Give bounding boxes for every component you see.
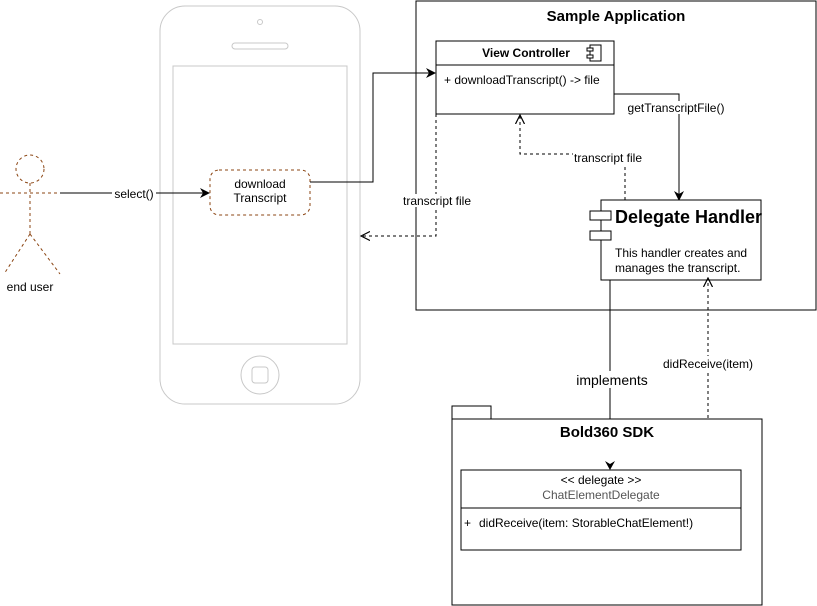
did-receive-label: didReceive(item) [663, 357, 753, 371]
transcript-file-left-bg [402, 194, 472, 207]
actor-right-leg [29, 233, 61, 275]
phone-mockup [159, 5, 361, 405]
get-transcript-file-bg [626, 101, 726, 114]
delegate-handler-port-top [589, 210, 612, 221]
interface-method-plus: + [464, 516, 471, 530]
component-icon [586, 44, 602, 62]
transcript-file-left-label: transcript file [403, 194, 471, 208]
phone-body [159, 5, 361, 405]
chat-element-delegate-box [460, 469, 742, 551]
select-label-bg [112, 187, 156, 200]
transcript-file-up-bg [573, 151, 645, 164]
download-transcript-method: + downloadTranscript() -> file [444, 73, 600, 87]
select-edge-label: select() [114, 187, 153, 201]
download-to-view-controller-edge [310, 68, 436, 183]
sdk-package-tab [451, 405, 492, 420]
sdk-package-title: Bold360 SDK [560, 424, 654, 441]
transcript-file-return-edge [361, 114, 437, 236]
phone-screen [172, 65, 348, 345]
actor-left-leg [3, 233, 31, 275]
phone-camera [257, 19, 263, 25]
actor-label: end user [7, 280, 54, 294]
actor-head [15, 154, 45, 184]
did-receive-label-bg [662, 356, 754, 370]
interface-method: didReceive(item: StorableChatElement!) [479, 516, 693, 530]
delegate-handler-port-bottom [589, 230, 612, 241]
sample-application-title: Sample Application [547, 8, 686, 25]
view-controller-title: View Controller [482, 46, 570, 60]
delegate-handler-box [600, 199, 762, 281]
download-transcript-button[interactable] [209, 169, 311, 216]
view-controller-box [435, 40, 615, 115]
transcript-file-up-edge [520, 115, 626, 200]
download-transcript-line2: Transcript [234, 191, 288, 205]
interface-name: ChatElementDelegate [542, 488, 660, 502]
implements-label: implements [576, 372, 648, 388]
phone-home-square [251, 366, 269, 384]
implements-label-bg [571, 371, 653, 388]
download-transcript-line1: download [234, 177, 285, 191]
get-transcript-file-label: getTranscriptFile() [628, 101, 725, 115]
delegate-handler-desc-line1: This handler creates and [615, 246, 747, 260]
end-user-actor [0, 154, 61, 275]
get-transcript-file-edge [614, 93, 684, 201]
implements-arrowhead [605, 461, 615, 470]
interface-stereotype: << delegate >> [561, 473, 642, 487]
transcript-file-up-label: transcript file [574, 151, 642, 165]
sample-application-frame [415, 0, 817, 311]
phone-speaker [231, 42, 289, 50]
phone-home-button [240, 355, 280, 395]
delegate-handler-desc-line2: manages the transcript. [615, 261, 740, 275]
delegate-handler-title: Delegate Handler [615, 207, 762, 227]
